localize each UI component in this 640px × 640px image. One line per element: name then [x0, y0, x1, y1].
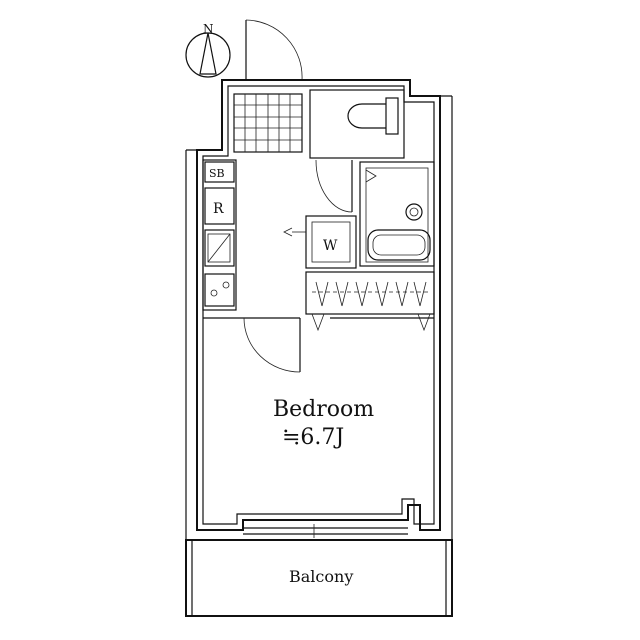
- shoe-box-label: SB: [209, 167, 225, 180]
- toilet-door: [315, 159, 353, 213]
- bedroom-name: Bedroom: [273, 397, 374, 422]
- folding-doors: [315, 281, 427, 307]
- washer-space: W: [283, 215, 357, 269]
- bedroom-area: ≒6.7J: [282, 425, 344, 450]
- refrigerator: [204, 187, 235, 225]
- toilet-room: [309, 89, 405, 213]
- sink-icon: [405, 203, 423, 221]
- compass-north-label: N: [203, 22, 214, 36]
- bathroom: [359, 161, 435, 267]
- bedroom-door: [243, 317, 301, 373]
- compass-needle: [199, 32, 217, 75]
- entrance-door: [245, 19, 303, 81]
- washer-label: W: [323, 238, 338, 254]
- stove-icon: [204, 273, 235, 307]
- kitchen-counter: SB R: [202, 159, 237, 311]
- bedroom: Bedroom ≒6.7J: [203, 317, 434, 450]
- kitchen-sink-icon: [204, 229, 235, 267]
- compass: N: [185, 22, 231, 78]
- balcony-window: [243, 524, 408, 538]
- shoe-box: [204, 161, 235, 183]
- refrigerator-label: R: [213, 201, 224, 217]
- bathtub-icon: [367, 229, 431, 261]
- balcony: Balcony: [185, 539, 453, 617]
- balcony-label: Balcony: [289, 567, 353, 586]
- compass-circle: [185, 32, 231, 78]
- toilet-icon: [347, 97, 399, 135]
- closet: [305, 271, 435, 332]
- entrance-tiles: [233, 93, 303, 153]
